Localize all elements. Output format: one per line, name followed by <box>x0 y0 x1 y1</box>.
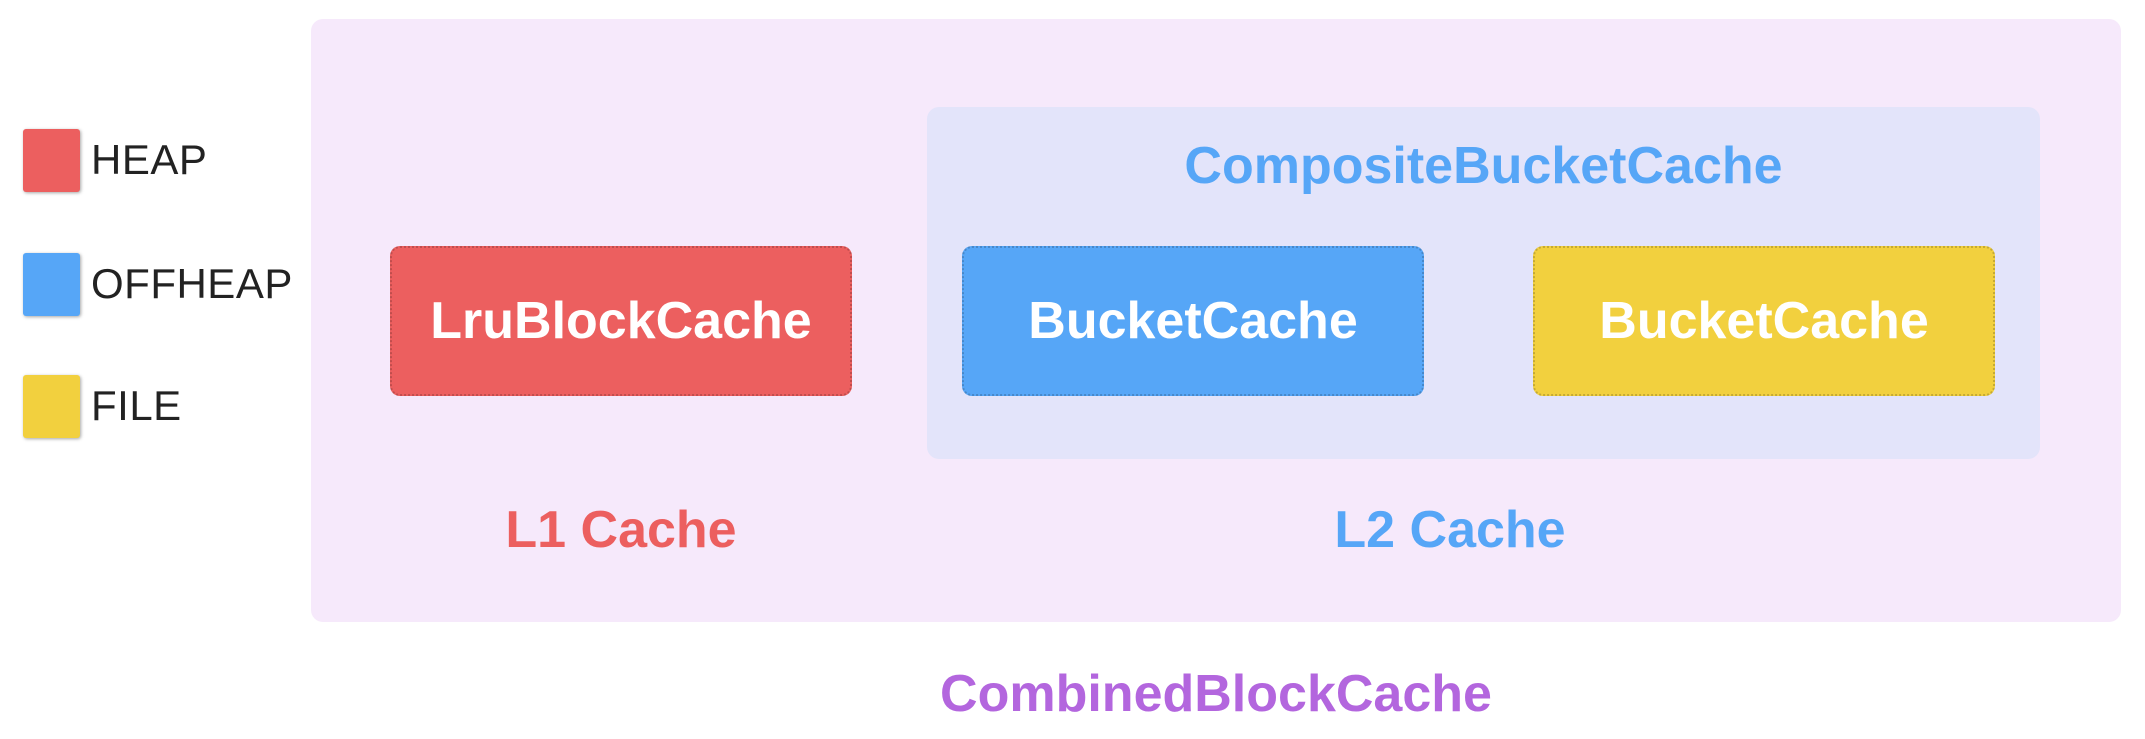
legend-item-file: FILE <box>23 374 182 438</box>
lru-block-cache-block: LruBlockCache <box>390 246 852 396</box>
legend-item-offheap: OFFHEAP <box>23 252 293 316</box>
legend-label-heap: HEAP <box>91 136 208 183</box>
legend-label-offheap: OFFHEAP <box>91 260 293 307</box>
legend-label-file: FILE <box>91 382 182 429</box>
l2-cache-label: L2 Cache <box>1334 501 1566 559</box>
offheap-swatch <box>23 252 80 316</box>
file-swatch <box>23 374 80 438</box>
heap-swatch <box>23 128 80 192</box>
composite-bucket-cache-title: CompositeBucketCache <box>1184 137 1783 195</box>
bucket-cache-offheap-block: BucketCache <box>962 246 1424 396</box>
combined-block-cache-title: CombinedBlockCache <box>940 665 1492 723</box>
bucket-cache-file-block: BucketCache <box>1533 246 1995 396</box>
legend-item-heap: HEAP <box>23 128 207 192</box>
l1-cache-label: L1 Cache <box>505 501 737 559</box>
